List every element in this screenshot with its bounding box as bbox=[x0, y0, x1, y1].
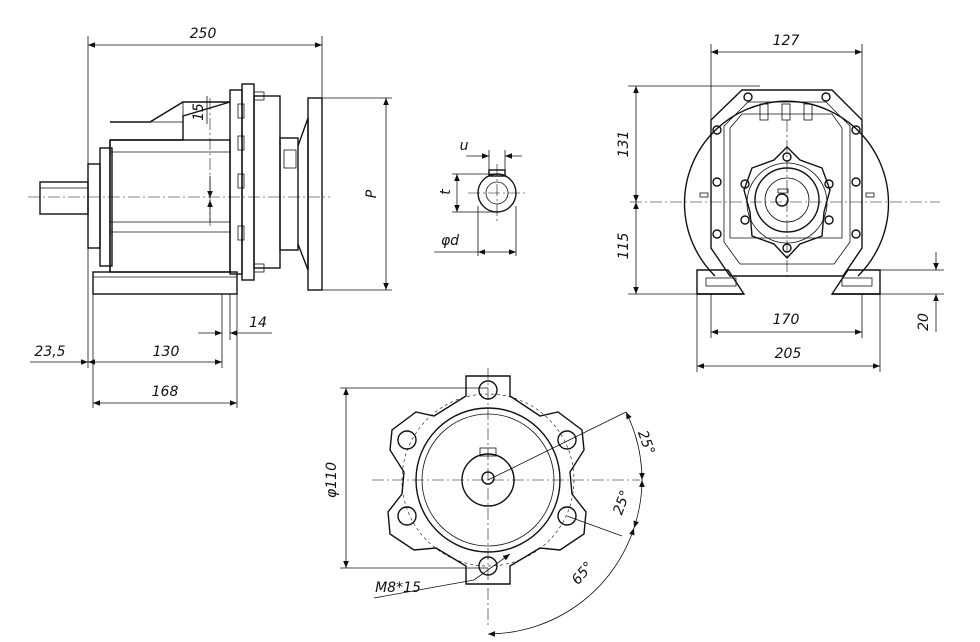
shaft-section: u t φd bbox=[434, 138, 528, 256]
dim-p: P bbox=[364, 189, 380, 198]
dim-15: 15 bbox=[191, 103, 207, 121]
dim-168: 168 bbox=[152, 384, 179, 400]
dim-130: 130 bbox=[153, 344, 180, 360]
angle-bottom: 65° bbox=[569, 559, 597, 588]
dim-thread: M8*15 bbox=[375, 580, 421, 596]
dim-170: 170 bbox=[773, 312, 800, 328]
side-view: 250 15 P 14 23,5 130 168 bbox=[28, 26, 392, 408]
end-view-bolts bbox=[699, 92, 875, 239]
dim-key-depth: t bbox=[438, 189, 454, 195]
dim-250: 250 bbox=[190, 26, 217, 42]
dim-127: 127 bbox=[773, 33, 800, 49]
dim-14: 14 bbox=[249, 315, 267, 331]
dim-flange-diameter: φ110 bbox=[324, 462, 340, 498]
dim-23-5: 23,5 bbox=[34, 344, 65, 360]
dim-205: 205 bbox=[775, 346, 802, 362]
dim-key-width: u bbox=[460, 138, 469, 154]
dim-115: 115 bbox=[616, 233, 632, 260]
dim-shaft-diameter: φd bbox=[441, 233, 459, 249]
angle-mid: 25° bbox=[610, 488, 634, 517]
dim-20: 20 bbox=[916, 313, 932, 331]
end-view: 127 131 115 20 170 205 bbox=[616, 33, 944, 372]
dim-131: 131 bbox=[616, 131, 632, 158]
flange-view: φ110 M8*15 25° 25° 65° bbox=[324, 368, 658, 637]
angle-top: 25° bbox=[634, 428, 658, 457]
